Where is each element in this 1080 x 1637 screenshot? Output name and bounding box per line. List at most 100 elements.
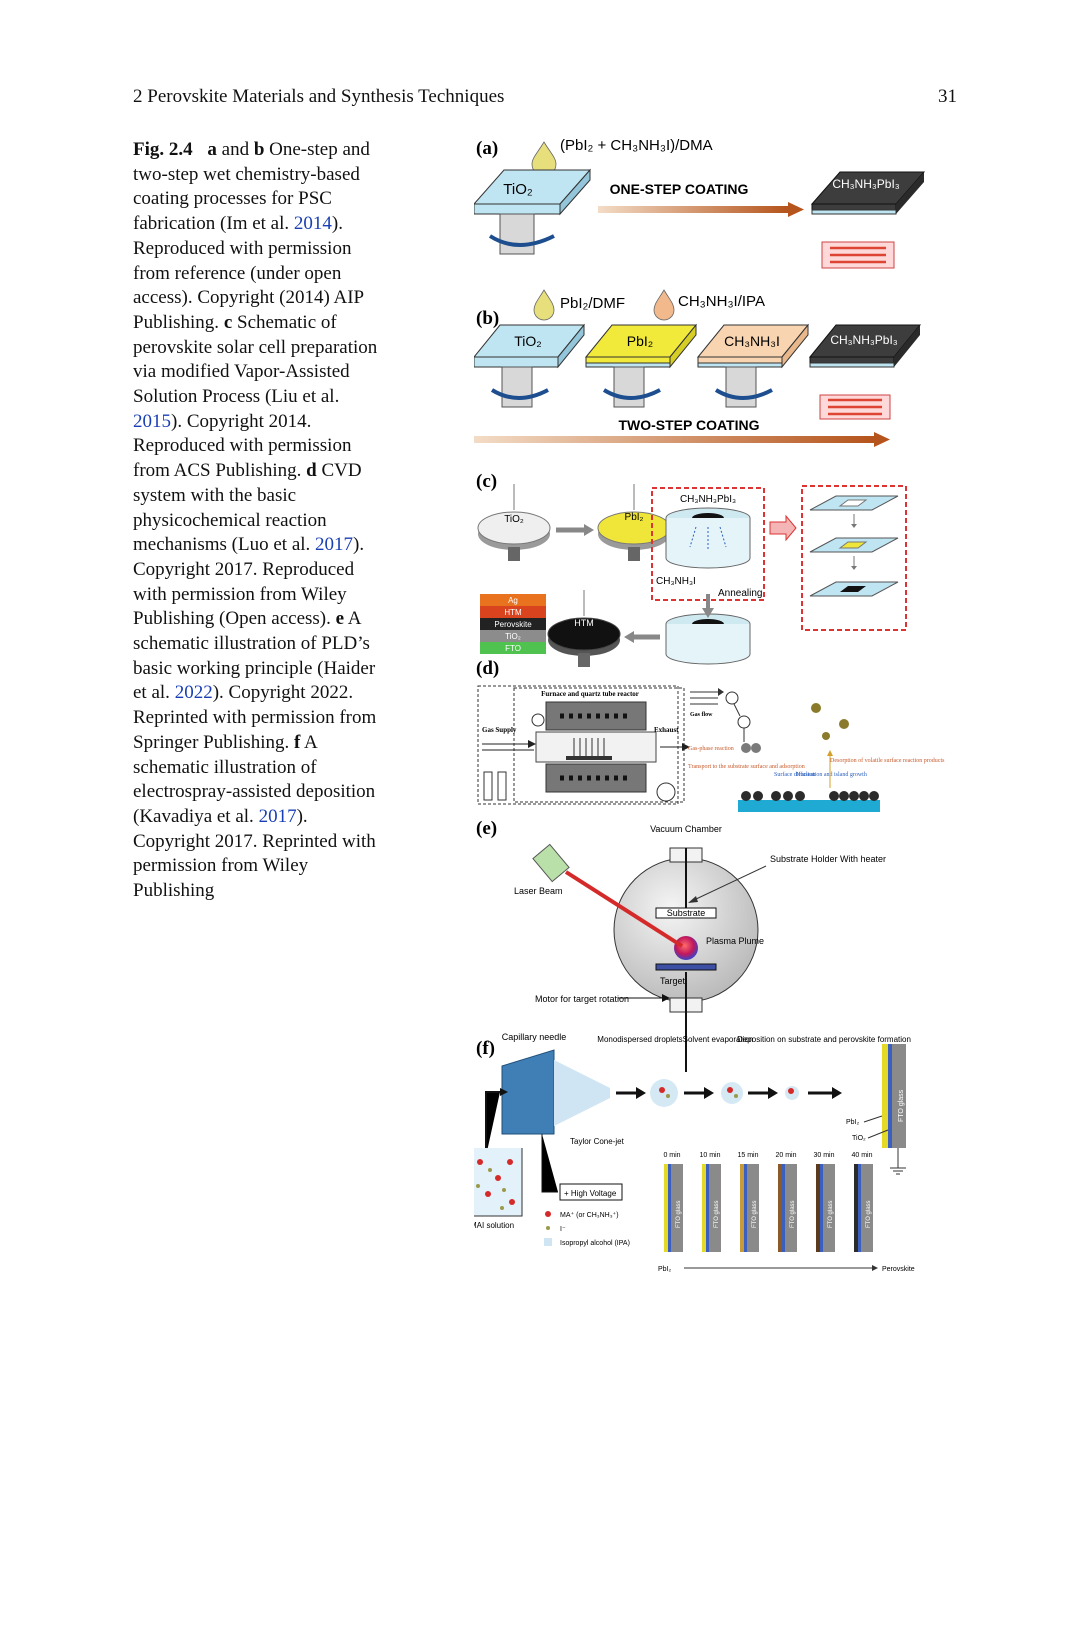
pbi2-label: PbI₂ [846, 1119, 860, 1126]
htm-disc: HTM [547, 590, 621, 667]
mai-beaker [474, 1148, 523, 1217]
caption-text: ). Copyright 2017. Reproduced with permi… [133, 534, 365, 630]
tio2-label: TiO₂ [503, 181, 533, 198]
mapbi3-label: CH₃NH₃PbI₃ [680, 494, 736, 505]
axis-start-label: PbI₂ [658, 1266, 672, 1273]
citation-link[interactable]: 2022 [174, 682, 213, 704]
sol2-label: CH₃NH₃I/IPA [678, 293, 765, 310]
product-label: CH₃NH₃PbI₃ [832, 177, 899, 191]
tio2-step: TiO₂ [474, 323, 586, 408]
two-step-arrow [474, 436, 874, 443]
layer-1: PbI₂ [627, 333, 653, 349]
panel-ref-letter: e [335, 608, 345, 630]
plasma-plume [674, 936, 698, 960]
droplet-icon [533, 289, 555, 321]
stack-layer [480, 642, 546, 654]
cvd-box [477, 685, 679, 805]
one-step-label: ONE-STEP COATING [610, 181, 749, 197]
fto-glass [861, 1164, 873, 1252]
tio2-layer [858, 1164, 861, 1252]
panel-e: (e) Vacuum Chamber Substrate Holder With… [476, 818, 886, 1072]
tio2-label-f: TiO₂ [852, 1135, 866, 1142]
panel-d: (d) Furnace and quartz tube reactor Gas … [476, 658, 945, 812]
stack-label: TiO₂ [505, 632, 521, 641]
film-formation-box [801, 485, 907, 631]
fto-glass [823, 1164, 835, 1252]
time-label: 0 min [663, 1152, 680, 1159]
caption-text: Schematic of perovskite solar cell prepa… [133, 311, 378, 408]
stack-label: Perovskite [494, 620, 532, 629]
plasma-label: Plasma Plume [706, 936, 764, 946]
citation-link[interactable]: 2015 [133, 410, 171, 432]
surface-diffusion-label: Surface diffusion [774, 771, 815, 778]
legend-i: I⁻ [560, 1226, 566, 1233]
legend-ipa: Isopropyl alcohol (IPA) [560, 1240, 630, 1247]
stack-label: FTO [505, 644, 521, 653]
holder-label: Substrate Holder With heater [770, 854, 886, 864]
layer-2: CH₃NH₃I [724, 333, 780, 349]
hv-label: + High Voltage [564, 1189, 617, 1198]
stack-layer [480, 618, 546, 630]
time-label: 10 min [699, 1152, 720, 1159]
taylor-label: Taylor Cone-jet [570, 1137, 625, 1146]
mai-label: CH₃NH₃I [656, 576, 696, 587]
desorption-label: Desorption of volatile surface reaction … [830, 757, 945, 764]
film-layer [778, 1164, 782, 1252]
stack-layer [480, 606, 546, 618]
tio2-layer [668, 1164, 671, 1252]
gas-flow-label: Gas flow [690, 712, 713, 718]
pbi2-disc-label: PbI₂ [625, 512, 644, 523]
page-number: 31 [938, 86, 957, 107]
figure-2-4: (a) (PbI₂ + CH₃NH₃I)/DMA TiO₂ ONE-STEP C… [474, 132, 964, 1347]
tio2-disc-label: TiO₂ [504, 514, 524, 525]
panel-ref-letter: c [223, 311, 233, 333]
panel-ref-letter: b [253, 139, 265, 160]
film-layer [740, 1164, 744, 1252]
gas-phase-label: Gas-phase reaction [688, 746, 734, 752]
time-label: 20 min [775, 1152, 796, 1159]
panel-a: (a) (PbI₂ + CH₃NH₃I)/DMA TiO₂ ONE-STEP C… [474, 137, 926, 269]
caption-text: A schematic illustration of electrospray… [133, 731, 376, 827]
panel-ref-letter: f [293, 731, 301, 753]
solvent-label: Solvent evaporation [683, 1035, 754, 1044]
citation-link[interactable]: 2017 [258, 805, 297, 827]
htm-disc-label: HTM [574, 618, 594, 628]
caption-text: A schematic illustration of PLD’s basic … [133, 608, 376, 704]
tio2-layer [782, 1164, 785, 1252]
mono-label: Monodispersed droplets [597, 1035, 682, 1044]
capillary-label: Capillary needle [502, 1032, 567, 1042]
laser-icon [532, 843, 570, 883]
taylor-cone [554, 1060, 610, 1126]
pbi2-step: PbI₂ [584, 323, 698, 408]
two-step-label: TWO-STEP COATING [618, 417, 759, 433]
citation-link[interactable]: 2014 [293, 213, 332, 235]
solution-label: (PbI₂ + CH₃NH₃I)/DMA [560, 137, 713, 154]
fto-substrate: FTO glass [882, 1044, 906, 1175]
panel-b: (b) PbI₂/DMF CH₃NH₃I/IPA TiO₂ PbI₂ [474, 289, 922, 447]
laser-beam [564, 870, 684, 948]
vasp-vessel [665, 507, 751, 569]
caption-text: ). Copyright 2017. Reprinted with permis… [133, 805, 376, 902]
caption-text: CVD system with the basic physicochemica… [133, 460, 362, 556]
exhaust-label: Exhaust [654, 726, 679, 734]
panel-f: (f) Capillary needle Taylor Cone-jet MAI… [474, 1032, 915, 1273]
transport-label: Transport to the substrate surface and a… [688, 763, 805, 770]
axis-end-label: Perovskite [882, 1266, 915, 1273]
fto-glass [671, 1164, 683, 1252]
citation-link[interactable]: 2017 [315, 534, 354, 556]
stack-label: HTM [504, 608, 522, 617]
fto-label: FTO glass [828, 1200, 834, 1228]
time-label: 40 min [851, 1152, 872, 1159]
panel-ref-letter: a [207, 139, 217, 160]
caption-text: ). Copyright 2014. Reproduced with permi… [133, 410, 352, 482]
fto-label: FTO glass [752, 1200, 758, 1228]
furnace-label: Furnace and quartz tube reactor [541, 690, 639, 698]
stack-layer [480, 594, 546, 606]
figure-label: Fig. 2.4 [133, 139, 193, 160]
droplet [721, 1082, 743, 1104]
panel-ref-letter: d [306, 460, 317, 482]
panel-a-label: (a) [476, 138, 498, 159]
film-layer [854, 1164, 858, 1252]
fto-glass [747, 1164, 759, 1252]
